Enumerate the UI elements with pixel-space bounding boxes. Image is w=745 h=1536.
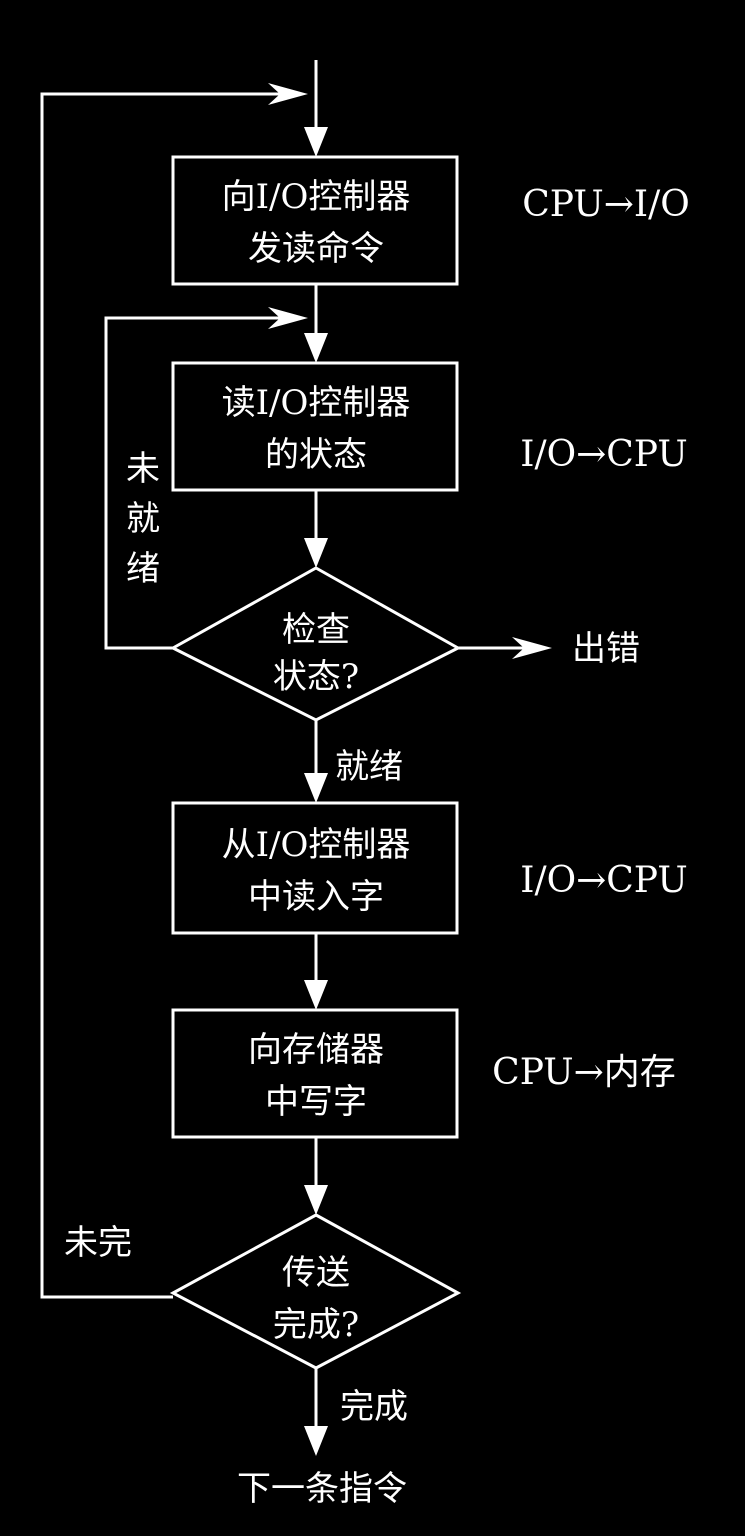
arrowhead-to-done-check	[304, 1185, 328, 1215]
send-command-line2: 发读命令	[248, 229, 384, 269]
next-instruction: 下一条指令	[237, 1469, 407, 1509]
label-not-ready-3: 绪	[126, 549, 160, 589]
label-not-ready-2: 就	[126, 499, 160, 539]
transfer-done-line1: 传送	[282, 1253, 350, 1293]
write-memory-line2: 中写字	[265, 1082, 367, 1122]
arrowhead-to-next	[304, 1426, 328, 1456]
annotation-io-to-cpu-2: I/O→CPU	[520, 860, 688, 901]
arrowhead-to-read-word	[304, 773, 328, 803]
read-word-line1: 从I/O控制器	[222, 825, 411, 865]
read-status-line1: 读I/O控制器	[222, 383, 411, 423]
transfer-done-line2: 完成?	[273, 1305, 359, 1345]
label-not-done: 未完	[64, 1223, 132, 1263]
read-word-line2: 中读入字	[248, 877, 384, 917]
check-status-line2: 状态?	[273, 657, 359, 697]
send-command-line1: 向I/O控制器	[222, 177, 411, 217]
arrowhead-error	[512, 637, 552, 659]
label-not-ready-1: 未	[126, 449, 160, 489]
label-ready: 就绪	[335, 747, 403, 787]
write-memory-line1: 向存储器	[248, 1030, 384, 1070]
check-status-line1: 检查	[282, 610, 350, 650]
arrowhead-loop-not-done	[268, 83, 308, 105]
loop-not-ready	[104, 316, 298, 650]
arrowhead-loop-not-ready	[268, 307, 308, 329]
read-status-line2: 的状态	[265, 435, 367, 475]
arrowhead-to-send	[304, 127, 328, 157]
annotation-io-to-cpu-1: I/O→CPU	[520, 434, 688, 475]
arrowhead-to-write	[304, 980, 328, 1010]
label-done: 完成	[340, 1387, 408, 1427]
annotation-cpu-to-memory: CPU→内存	[492, 1052, 676, 1093]
arrowhead-to-read-status	[304, 333, 328, 363]
annotation-cpu-to-io: CPU→I/O	[522, 184, 690, 225]
label-error: 出错	[572, 629, 640, 669]
loop-not-done	[40, 92, 298, 1299]
arrowhead-to-check	[304, 538, 328, 568]
